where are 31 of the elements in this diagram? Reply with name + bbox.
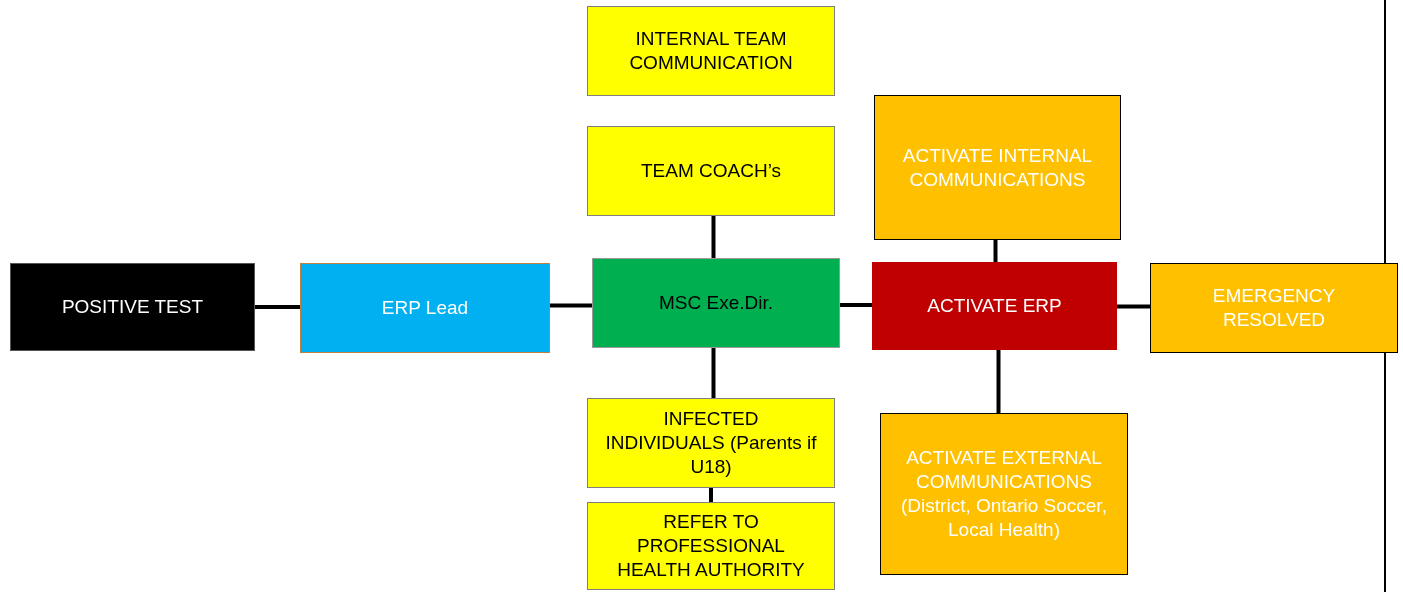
connector-line	[711, 348, 716, 398]
process-box	[587, 398, 835, 488]
process-box	[872, 262, 1117, 350]
connector-line	[709, 488, 713, 502]
process-box	[587, 126, 835, 216]
connector-line	[1117, 304, 1150, 309]
box-label: ACTIVATE EXTERNAL COMMUNICATIONS (District, Ontario Soccer, Local Health)	[900, 446, 1108, 542]
process-box	[10, 263, 255, 351]
process-box	[587, 6, 835, 96]
box-label: EMERGENCY RESOLVED	[1211, 284, 1337, 332]
connector-line	[550, 303, 592, 308]
process-box	[874, 95, 1121, 240]
box-label: POSITIVE TEST	[61, 295, 204, 319]
box-label: TEAM COACH’s	[640, 159, 782, 183]
connector-line	[711, 216, 716, 258]
box-label: ACTIVATE INTERNAL COMMUNICATIONS	[901, 143, 1094, 192]
box-label: ACTIVATE ERP	[927, 294, 1062, 318]
box-label: MSC Exe.Dir.	[659, 291, 773, 315]
process-box	[1150, 263, 1398, 353]
connector-line	[255, 305, 300, 309]
process-box	[880, 413, 1128, 575]
process-box	[300, 263, 550, 353]
connector-line	[840, 303, 872, 307]
process-box	[587, 502, 835, 590]
process-box	[592, 258, 840, 348]
box-label: ERP Lead	[381, 296, 469, 320]
box-label: REFER TO PROFESSIONAL HEALTH AUTHORITY	[616, 510, 806, 582]
connector-line	[993, 240, 998, 262]
box-label: INFECTED INDIVIDUALS (Parents if U18)	[604, 407, 818, 479]
connector-line	[996, 350, 1001, 413]
box-label: INTERNAL TEAM COMMUNICATION	[628, 27, 794, 75]
